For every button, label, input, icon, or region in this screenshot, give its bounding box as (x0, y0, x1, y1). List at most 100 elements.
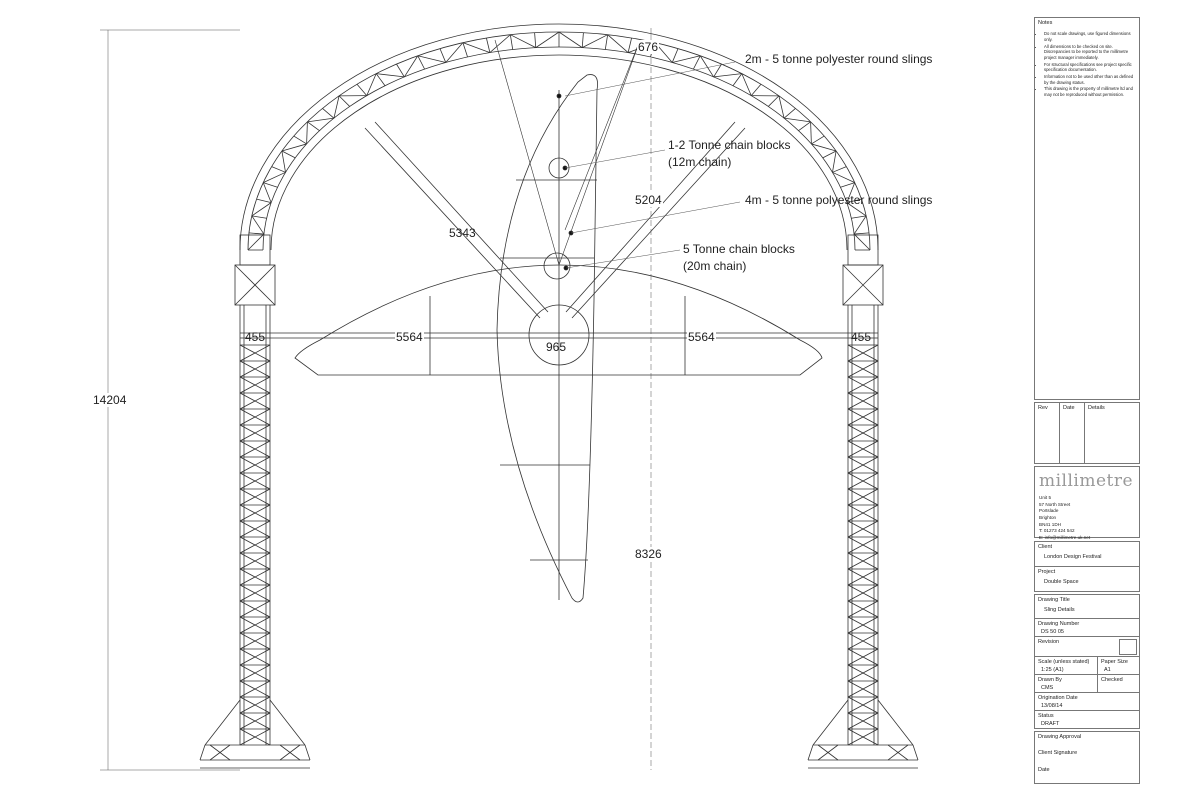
approval-panel: Drawing Approval Client Signature Date (1034, 731, 1140, 784)
rigging (240, 39, 878, 366)
arch-strut (271, 166, 286, 173)
arch-strut (356, 83, 368, 96)
arch-brace (263, 171, 286, 183)
arch-brace (713, 73, 742, 78)
notes-title: Notes (1038, 20, 1053, 26)
arch-brace (811, 143, 837, 152)
arch-chord (239, 23, 879, 251)
date-col: Date (1060, 403, 1085, 463)
ring (528, 304, 590, 366)
outrigger (877, 699, 914, 746)
arch-brace (558, 31, 583, 48)
arch-brace (535, 31, 560, 48)
arch-strut (307, 121, 320, 132)
dim-left-span: 5564 (395, 330, 424, 344)
arch-brace (404, 55, 419, 78)
arch-truss (239, 23, 879, 251)
address-line: Brighton (1039, 514, 1057, 520)
status-value: DRAFT (1041, 721, 1060, 728)
address-line: Unit 5 (1039, 494, 1052, 500)
arch-strut (693, 55, 701, 70)
origination-value: 13/08/14 (1041, 703, 1063, 710)
label-1-2-chain-blocks: 1-2 Tonne chain blocks (668, 138, 791, 152)
arch-chord (270, 54, 848, 251)
rev-col: Rev (1035, 403, 1060, 463)
arch-strut (263, 182, 278, 188)
address-line: Portslade (1039, 508, 1059, 514)
company-panel: millimetre Unit 5 57 North Street Portsl… (1034, 466, 1140, 540)
dim-diagonal: 5343 (449, 226, 476, 240)
project-value: Double Space (1044, 579, 1079, 586)
arch-brace (672, 55, 701, 63)
arch-strut (338, 95, 350, 107)
leaders (564, 61, 741, 269)
arch-brace (853, 215, 867, 235)
arch-strut (840, 182, 855, 188)
tower-box (234, 264, 276, 306)
dim-top-offset: 676 (637, 40, 660, 54)
arch-strut (281, 150, 296, 159)
arch-strut (396, 63, 405, 78)
address-line: 57 North Street (1039, 501, 1071, 507)
arch-strut (851, 215, 867, 219)
drawing-title-value: Sling Details (1044, 607, 1075, 614)
arch-brace (582, 34, 608, 48)
arch-brace (810, 121, 812, 144)
arch-strut (811, 135, 825, 145)
arch-brace (247, 233, 265, 251)
arch-strut (417, 55, 425, 70)
note: Do not scale drawings, use figured dimen… (1044, 31, 1136, 42)
arch-strut (581, 32, 584, 48)
scale-value: 1:25 (A1) (1041, 667, 1064, 674)
arch-strut (322, 108, 335, 119)
dim-upper-height: 5204 (634, 193, 663, 207)
company-logo: millimetre (1039, 471, 1134, 491)
drawn-label: Drawn By (1038, 677, 1062, 683)
arch-strut (439, 48, 447, 63)
revision-box (1119, 639, 1137, 655)
arch-strut (293, 135, 307, 145)
arch-strut (798, 121, 811, 132)
wing (294, 264, 823, 376)
project-label: Project (1038, 569, 1056, 575)
arch-brace (281, 143, 307, 152)
drawing-number-label: Drawing Number (1038, 621, 1080, 627)
arch-strut (768, 95, 780, 107)
origination-label: Origination Date (1038, 695, 1078, 701)
arch-brace (281, 150, 286, 173)
scale-label: Scale (unless stated) (1038, 659, 1090, 665)
label-5t-chain-sub: (20m chain) (683, 259, 747, 273)
arch-strut (486, 37, 491, 53)
arch-brace (784, 117, 811, 123)
arch-strut (375, 73, 386, 87)
arch-brace (846, 182, 856, 203)
arch-strut (462, 42, 468, 58)
label-2m-slings: 2m - 5 tonne polyester round slings (745, 52, 933, 66)
client-label: Client (1038, 544, 1053, 550)
status-label: Status (1038, 713, 1054, 719)
dim-right-tower: 455 (851, 330, 872, 344)
arch-strut (822, 150, 837, 159)
dim-left-tower: 455 (245, 330, 266, 344)
arch-strut (713, 63, 722, 78)
arch-brace (462, 42, 491, 53)
arch-brace (251, 202, 272, 217)
revision-label: Revision (1038, 639, 1060, 645)
drawing-title-label: Drawing Title (1038, 597, 1070, 603)
arch-brace (699, 55, 714, 78)
support-towers (199, 234, 919, 769)
label-4m-slings: 4m - 5 tonne polyester round slings (745, 193, 933, 207)
blade (496, 74, 598, 603)
arch-strut (248, 232, 264, 235)
address-line: T: 01273 424 542 (1039, 528, 1075, 534)
arch-brace (333, 95, 340, 119)
arch-brace (832, 171, 855, 183)
outrigger (269, 699, 306, 746)
paper-label: Paper Size (1101, 659, 1128, 665)
arch-brace (306, 121, 308, 144)
signature-label: Client Signature (1038, 750, 1078, 757)
dim-ring: 965 (546, 340, 567, 354)
